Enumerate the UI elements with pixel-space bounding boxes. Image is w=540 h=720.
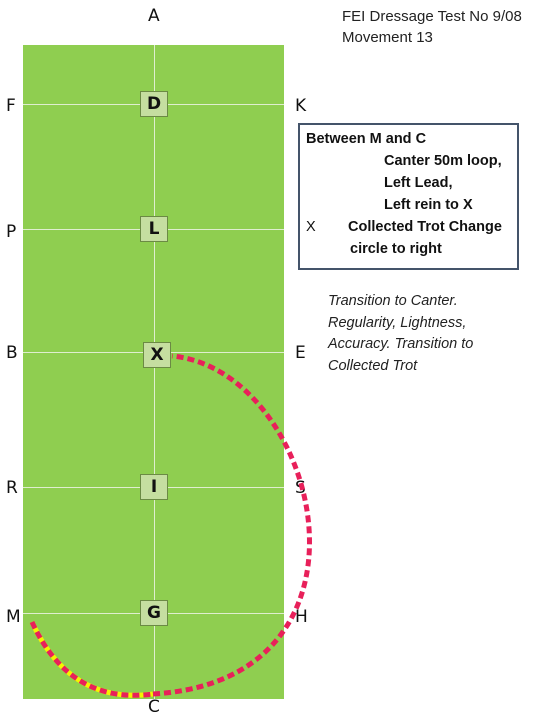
- letter-p: P: [6, 222, 17, 242]
- test-title: FEI Dressage Test No 9/08 Movement 13: [342, 6, 522, 48]
- letter-c: C: [148, 697, 160, 717]
- instruction-heading: Between M and C: [306, 131, 427, 147]
- instruction-line-1: Canter 50m loop,: [384, 153, 502, 169]
- instruction-line-4: Collected Trot Change: [348, 219, 502, 235]
- letter-h: H: [295, 607, 308, 627]
- circle-right-dashed: [152, 353, 312, 697]
- centerline: [154, 45, 155, 699]
- dressage-arena: [23, 45, 284, 699]
- title-line-1: FEI Dressage Test No 9/08: [342, 8, 522, 25]
- judging-notes: Transition to Canter. Regularity, Lightn…: [328, 293, 474, 374]
- letter-f: F: [6, 96, 16, 116]
- letter-b: B: [6, 343, 18, 363]
- canter-loop-yellow: [29, 620, 154, 698]
- instruction-x-label: X: [306, 219, 316, 235]
- marker-l: L: [140, 216, 168, 242]
- marker-x: X: [143, 342, 171, 368]
- title-line-2: Movement 13: [342, 29, 433, 46]
- letter-a: A: [148, 6, 160, 26]
- instruction-line-5: circle to right: [350, 241, 442, 257]
- instruction-line-3: Left rein to X: [384, 197, 473, 213]
- marker-g: G: [140, 600, 168, 626]
- marker-i: I: [140, 474, 168, 500]
- letter-e: E: [295, 343, 306, 363]
- canter-loop-dashed: [29, 620, 154, 698]
- letter-k: K: [295, 96, 307, 116]
- instruction-box: Between M and C Canter 50m loop, Left Le…: [298, 123, 519, 270]
- letter-r: R: [6, 478, 18, 498]
- instruction-line-2: Left Lead,: [384, 175, 453, 191]
- marker-d: D: [140, 91, 168, 117]
- letter-m: M: [6, 607, 21, 627]
